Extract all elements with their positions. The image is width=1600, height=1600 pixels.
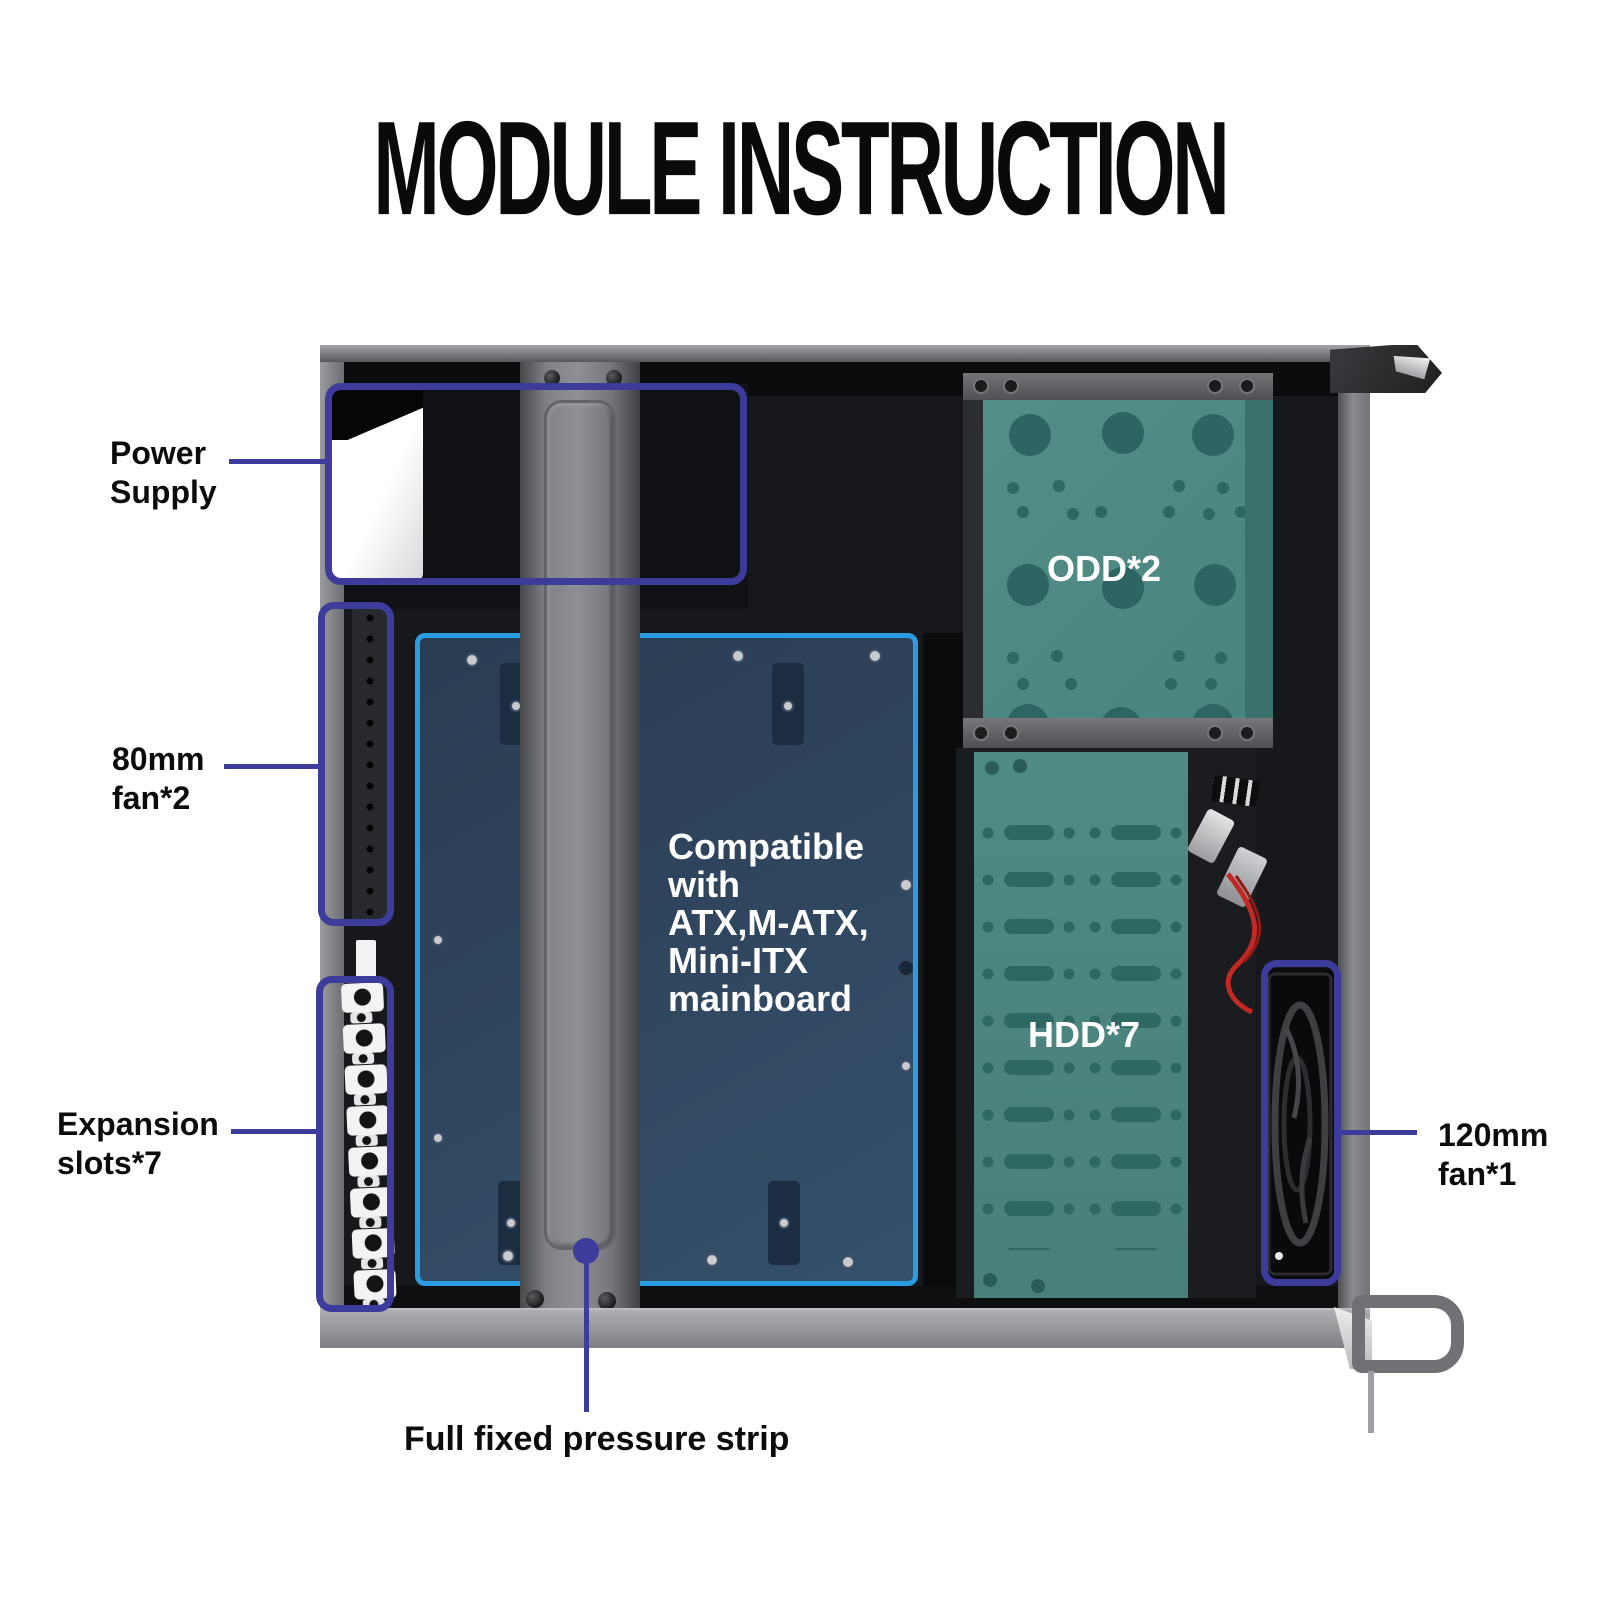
mainboard-tray: Compatible with ATX,M-ATX, Mini-ITX main… <box>415 633 918 1286</box>
odd-cage-screws <box>973 378 1255 741</box>
120mm-fan-callout-line <box>1341 1130 1417 1135</box>
pressure-strip <box>520 362 640 1312</box>
chassis-right-wall <box>1338 362 1370 1311</box>
screw <box>544 370 560 386</box>
odd-mounting-holes <box>1007 412 1245 718</box>
pressure-strip-label: Full fixed pressure strip <box>404 1420 790 1458</box>
pressure-strip-callout-line <box>584 1250 589 1412</box>
odd-bay-side <box>1245 400 1273 718</box>
hdd-vent-slots <box>974 759 1188 1293</box>
rack-handle-bottom <box>1352 1295 1464 1373</box>
80mm-fan-vent <box>352 607 388 922</box>
expansion-slots-label: Expansion slots*7 <box>57 1106 219 1181</box>
odd-bay-panel: ODD*2 <box>983 400 1245 718</box>
chassis-top-edge <box>320 345 1370 362</box>
screw <box>598 1292 616 1310</box>
chassis-photo: Compatible with ATX,M-ATX, Mini-ITX main… <box>320 345 1464 1433</box>
80mm-fan-label: 80mm fan*2 <box>112 741 205 816</box>
pressure-strip-callout-dot <box>573 1238 599 1264</box>
tray-screws <box>432 649 913 1269</box>
80mm-fan-callout-line <box>224 764 318 769</box>
odd-cage: ODD*2 <box>963 373 1273 748</box>
power-supply-label: Power Supply <box>110 435 217 510</box>
chassis-interior: Compatible with ATX,M-ATX, Mini-ITX main… <box>330 362 1338 1314</box>
slot-bracket <box>356 940 376 980</box>
hdd-cage-panel: HDD*7 <box>974 752 1188 1298</box>
page-title: MODULE INSTRUCTION <box>0 92 1600 242</box>
expansion-slots-callout-line <box>231 1129 316 1134</box>
screw <box>606 370 622 386</box>
mainboard-compatibility-label: Compatible with ATX,M-ATX, Mini-ITX main… <box>668 826 869 1019</box>
expansion-slots-outline <box>316 976 394 1312</box>
fan-blades <box>1267 972 1333 1276</box>
hdd-cage-label: HDD*7 <box>1028 1014 1141 1055</box>
odd-bay-label: ODD*2 <box>1047 548 1162 589</box>
screw <box>526 1290 544 1308</box>
expansion-slot-brackets <box>330 980 406 1314</box>
chassis-bottom-edge <box>320 1308 1370 1348</box>
rack-handle-rod <box>1368 1371 1374 1433</box>
120mm-fan-outline <box>1261 960 1341 1286</box>
120mm-fan-label: 120mm fan*1 <box>1438 1117 1549 1192</box>
red-cable <box>1225 872 1262 1015</box>
power-supply-outline <box>325 383 747 585</box>
page-title-text: MODULE INSTRUCTION <box>373 93 1230 243</box>
80mm-fan-outline <box>318 602 394 926</box>
120mm-fan <box>1266 968 1336 1280</box>
power-supply-callout-line <box>229 459 325 464</box>
